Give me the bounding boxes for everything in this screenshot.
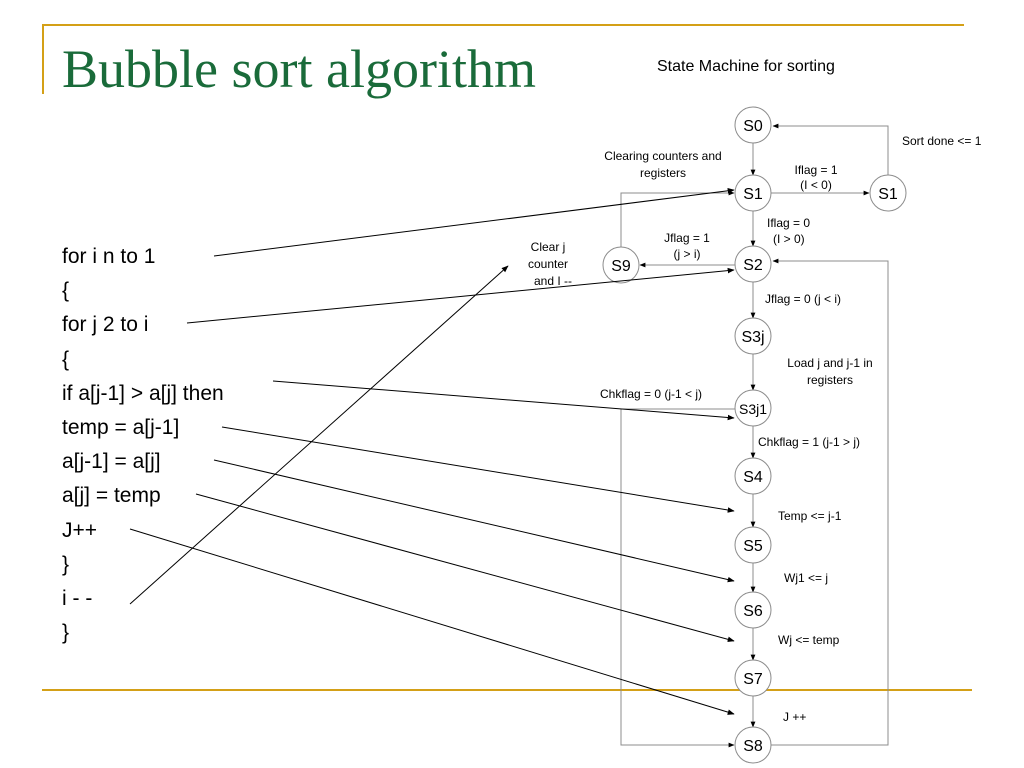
map-arrow-temp-to-s5	[221, 426, 735, 513]
slide-title: Bubble sort algorithm	[62, 39, 536, 99]
state-s8-circle	[734, 726, 772, 764]
state-s1-circle	[734, 174, 772, 212]
state-s4-label: S4	[743, 469, 763, 486]
code-line: {	[62, 347, 70, 371]
state-machine-title: State Machine for sorting	[657, 58, 835, 75]
clear-j-label-line3: and I --	[534, 274, 572, 288]
code-line: }	[62, 621, 70, 645]
wj-label: Wj <= temp	[778, 633, 840, 647]
code-line: temp = a[j-1]	[62, 415, 180, 439]
state-s7-circle	[734, 659, 772, 697]
top-decoration-line	[42, 24, 964, 26]
code-line: if a[j-1] > a[j] then	[62, 381, 224, 405]
map-arrow-for-i-to-s1	[213, 188, 735, 257]
state-s6-circle	[734, 591, 772, 629]
state-s5-label: S5	[743, 538, 763, 555]
code-line: a[j] = temp	[62, 484, 161, 508]
state-s3j-label: S3j	[741, 329, 764, 346]
code-line: J++	[62, 518, 98, 542]
state-s2-label: S2	[743, 257, 763, 274]
map-arrow-for-j-to-s2	[186, 267, 735, 324]
state-s3j1-label: S3j1	[739, 401, 767, 417]
state-s6-label: S6	[743, 603, 763, 620]
code-line: for j 2 to i	[62, 313, 149, 337]
chkflag0-label: Chkflag = 0 (j-1 < j)	[600, 387, 702, 401]
code-line: }	[62, 552, 70, 576]
bottom-decoration-line	[42, 689, 972, 691]
clearing-label-line2: registers	[640, 166, 686, 180]
state-s3j-circle	[734, 317, 772, 355]
map-arrow-aj-to-s7	[195, 493, 735, 643]
edge-s8-s2	[771, 258, 889, 746]
load-label-line2: registers	[807, 373, 853, 387]
state-s7-label: S7	[743, 671, 763, 688]
state-s4-circle	[734, 457, 772, 495]
load-label-line1: Load j and j-1 in	[787, 356, 872, 370]
wj1-label: Wj1 <= j	[784, 571, 828, 585]
state-s8-label: S8	[743, 738, 763, 755]
edge-s9-s1	[620, 190, 735, 247]
state-s0-circle	[734, 106, 772, 144]
code-line: a[j-1] = a[j]	[62, 450, 161, 474]
code-line: for i n to 1	[62, 245, 156, 268]
state-s0-label: S0	[743, 118, 763, 135]
state-s1b-label: S1	[878, 186, 898, 203]
sort-done-label: Sort done <= 1	[902, 134, 982, 148]
iflag1-label-line1: Iflag = 1	[794, 163, 837, 177]
clear-j-label-line2: counter	[528, 257, 568, 271]
jflag0-label: Jflag = 0 (j < i)	[765, 292, 841, 306]
map-arrow-if-to-s3j1	[272, 380, 735, 421]
edge-s1b-s0	[772, 123, 889, 175]
state-s1b-circle	[869, 174, 907, 212]
clearing-label-line1: Clearing counters and	[604, 149, 721, 163]
state-s5-circle	[734, 526, 772, 564]
chkflag1-label: Chkflag = 1 (j-1 > j)	[758, 435, 860, 449]
map-arrow-jpp-to-s8	[129, 528, 735, 715]
iflag1-label-line2: (I < 0)	[800, 178, 832, 192]
jflag1-label-line1: Jflag = 1	[664, 231, 710, 245]
state-s1-label: S1	[743, 186, 763, 203]
map-arrow-idec-to-clear-j	[129, 265, 509, 605]
jflag1-label-line2: (j > i)	[674, 247, 701, 261]
clear-j-label-line1: Clear j	[531, 240, 566, 254]
iflag0-label-line2: (I > 0)	[773, 232, 805, 246]
state-s2-circle	[734, 245, 772, 283]
state-s9-circle	[602, 246, 640, 284]
edge-s3j1-s8	[620, 408, 735, 748]
pseudocode-block: for i n to 1 { for j 2 to i { if a[j-1] …	[62, 240, 224, 650]
map-arrow-aj1-to-s6	[213, 459, 735, 583]
code-line: i - -	[62, 586, 93, 610]
state-s3j1-circle	[734, 389, 772, 427]
state-s9-label: S9	[611, 258, 631, 275]
jpp-label: J ++	[783, 710, 806, 724]
temp-label: Temp <= j-1	[778, 509, 842, 523]
iflag0-label-line1: Iflag = 0	[767, 216, 810, 230]
code-line: {	[62, 279, 70, 303]
left-decoration-line	[42, 24, 44, 94]
